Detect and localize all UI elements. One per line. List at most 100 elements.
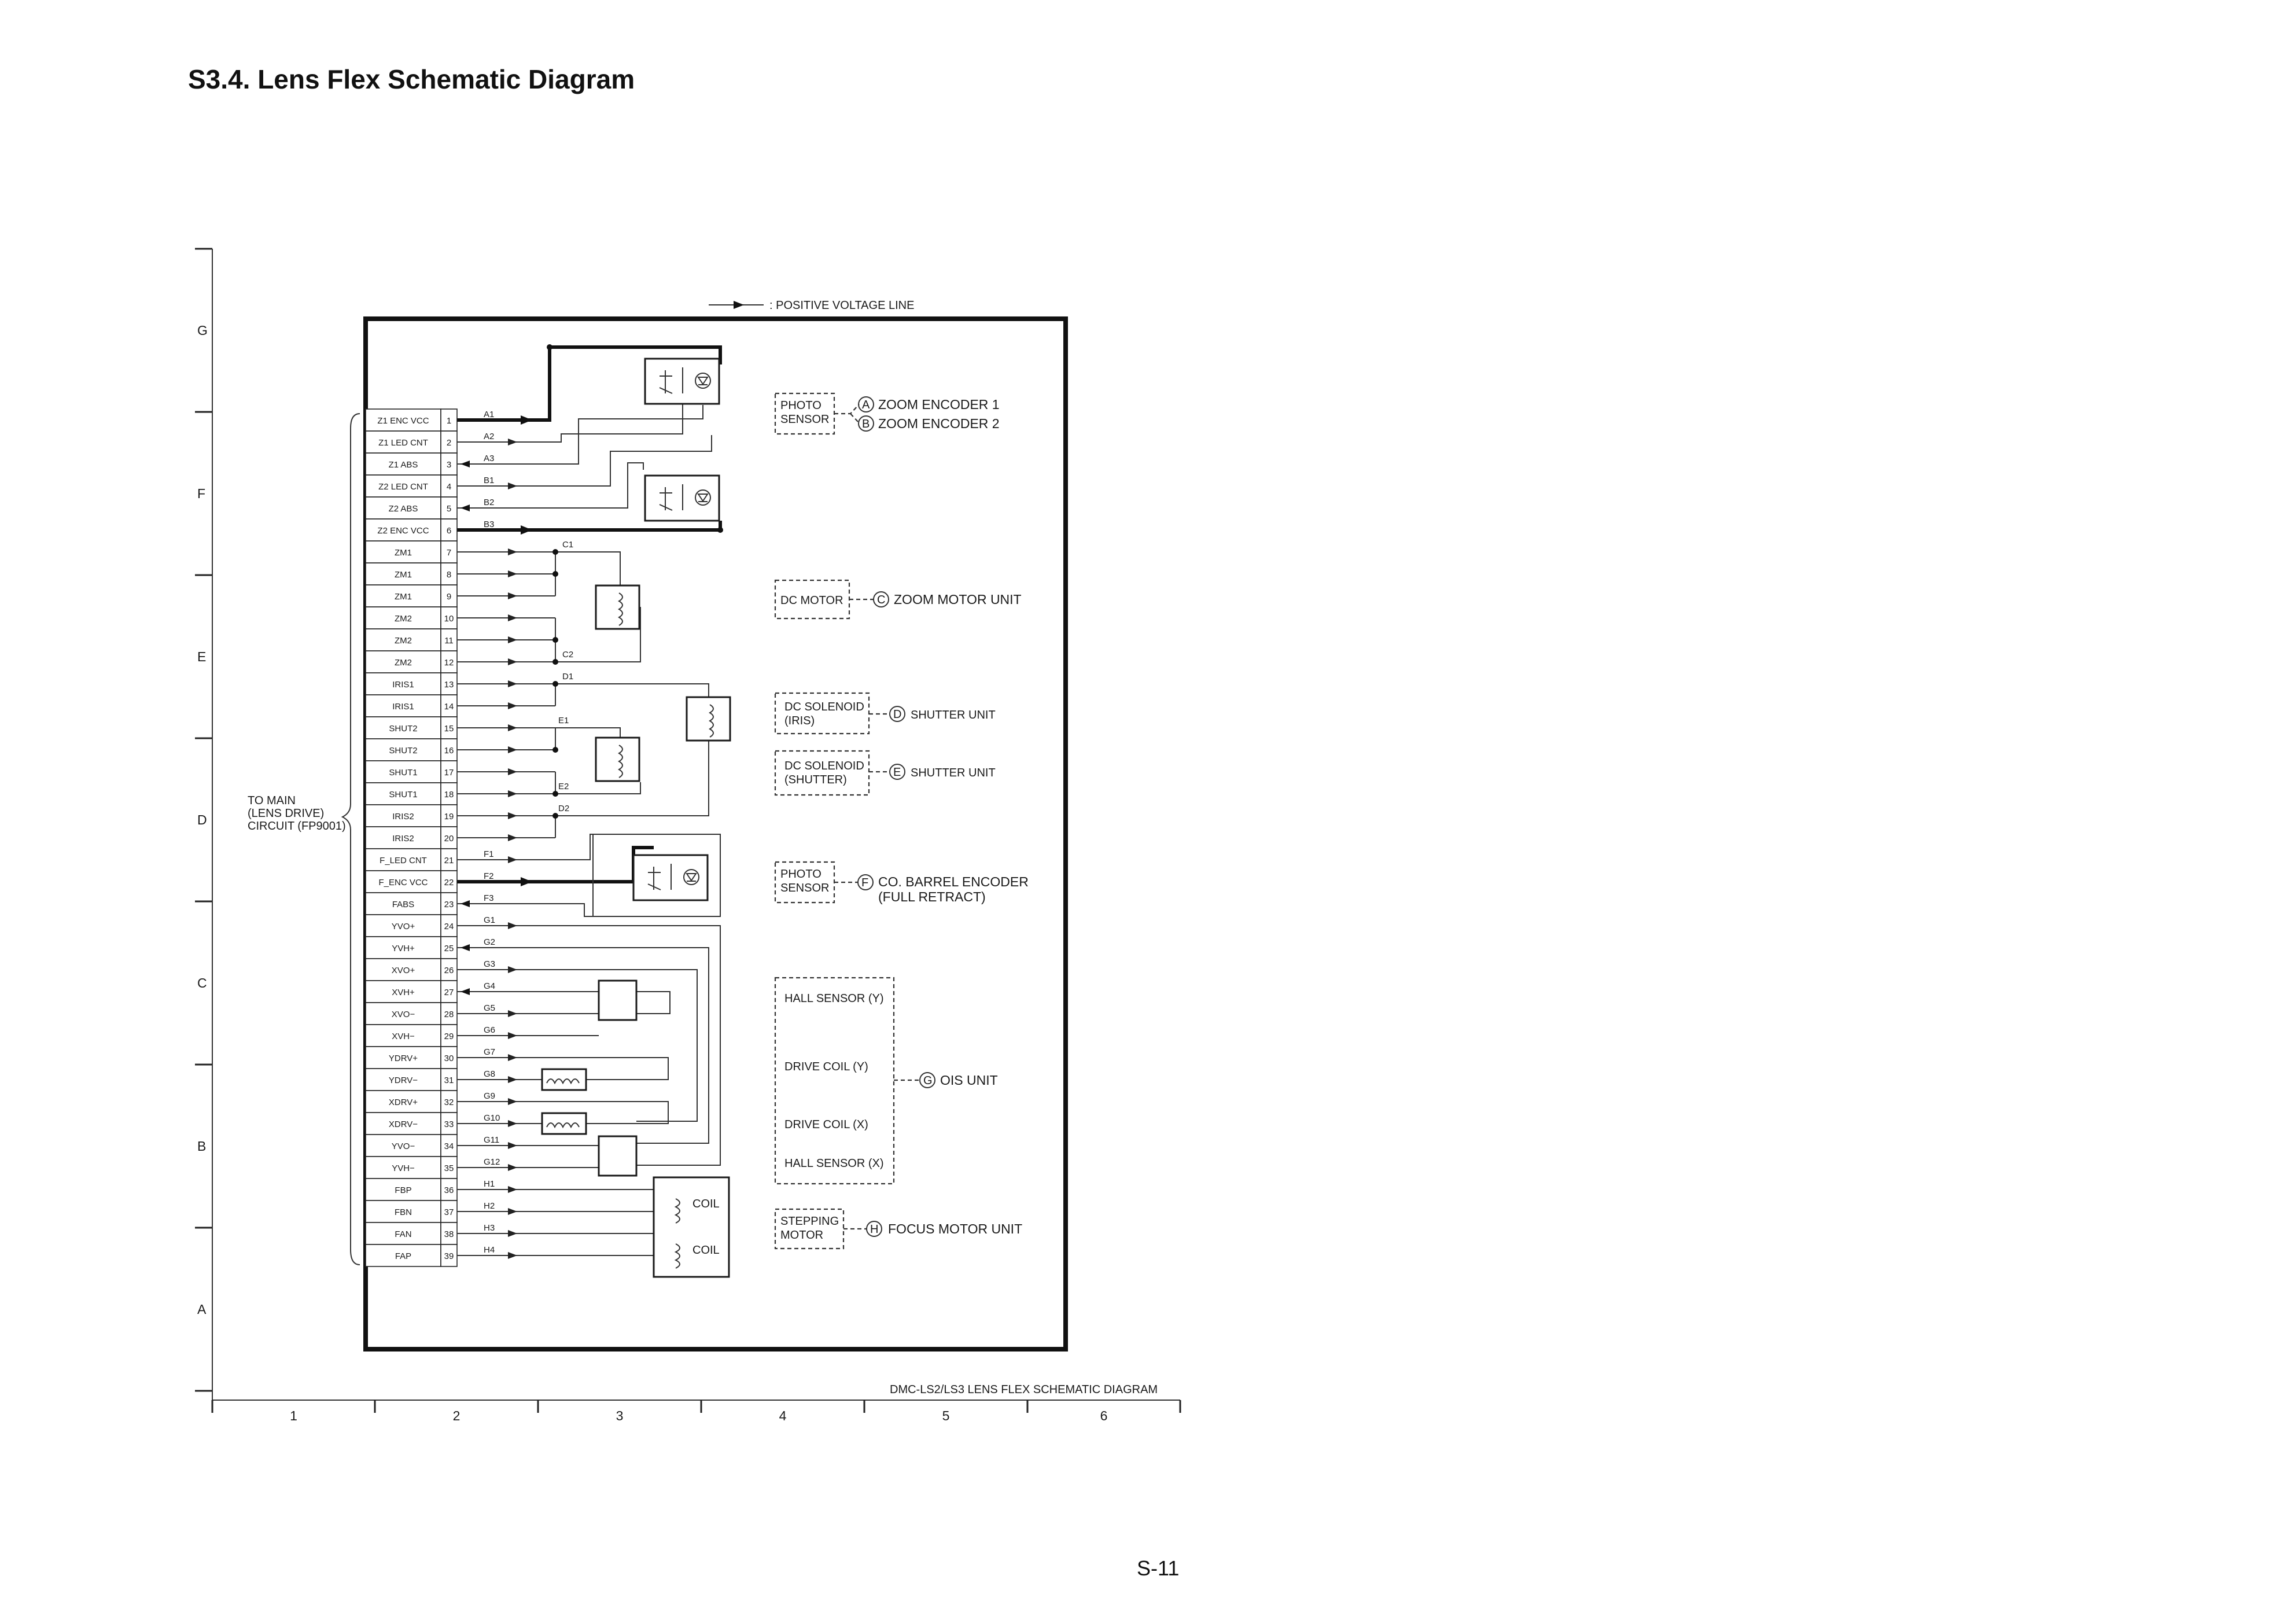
- svg-text:D: D: [893, 708, 901, 721]
- pin-name-cell: [365, 804, 441, 827]
- pin-name-cell: [365, 474, 441, 498]
- unit-f-barrel-encoder: F CO. BARREL ENCODER (FULL RETRACT): [857, 874, 1029, 904]
- pin-number: 8: [447, 570, 451, 580]
- to-main-label: TO MAIN (LENS DRIVE) CIRCUIT (FP9001): [248, 794, 346, 833]
- pin-number: 1: [447, 416, 451, 426]
- pin-name: YDRV+: [389, 1054, 418, 1063]
- pin-name-cell: [365, 1178, 441, 1201]
- signal-arrow: [508, 922, 517, 929]
- grid-row-label: D: [197, 812, 207, 827]
- pin-name-cell: [365, 628, 441, 651]
- pin-number-cell: [440, 1134, 458, 1157]
- pin-number: 10: [444, 614, 454, 624]
- pin-number-cell: [440, 936, 458, 959]
- signal-arrow: [508, 1164, 517, 1171]
- signal-label: H4: [484, 1245, 495, 1255]
- pin-name: IRIS2: [392, 812, 414, 822]
- svg-text:OIS UNIT: OIS UNIT: [940, 1073, 998, 1088]
- svg-text:CIRCUIT (FP9001): CIRCUIT (FP9001): [248, 820, 346, 833]
- signal-label: F1: [484, 849, 494, 859]
- pin-name: ZM2: [395, 614, 412, 624]
- pin-name-cell: [365, 958, 441, 981]
- block-dc-solenoid-shutter: DC SOLENOID (SHUTTER): [774, 750, 890, 796]
- pin-name-cell: [365, 452, 441, 476]
- pin-name: Z1 LED CNT: [378, 438, 428, 448]
- signal-arrow: [508, 746, 517, 753]
- signal-arrow: [508, 614, 517, 621]
- pin-name: FBP: [395, 1185, 411, 1195]
- signal-label: G1: [484, 915, 495, 925]
- pin-name: FABS: [392, 900, 414, 909]
- pin-name: Z2 ENC VCC: [377, 526, 429, 536]
- signal-label: G11: [484, 1135, 499, 1145]
- pin-number: 11: [444, 636, 454, 646]
- pin-number: 31: [444, 1076, 454, 1085]
- signal-label: F2: [484, 871, 494, 881]
- focus-motor-coils: COIL COIL: [653, 1176, 730, 1278]
- pin-number: 29: [444, 1032, 454, 1041]
- pin-name: XVO−: [392, 1010, 415, 1019]
- pin-name-cell: [365, 870, 441, 893]
- signal-arrow: [508, 812, 517, 819]
- signal-arrow: [508, 1230, 517, 1237]
- pin-name-cell: [365, 606, 441, 629]
- grid-row-label: E: [197, 649, 206, 664]
- svg-text:TO MAIN: TO MAIN: [248, 794, 296, 807]
- coil-2-label: COIL: [692, 1244, 720, 1257]
- pin-number-cell: [440, 672, 458, 695]
- ois-hall-sensor-y: [598, 979, 638, 1021]
- pin-name: SHUT2: [389, 724, 417, 734]
- svg-text:PHOTO: PHOTO: [780, 868, 822, 881]
- svg-text:(FULL RETRACT): (FULL RETRACT): [878, 889, 986, 904]
- pin-name-cell: [365, 540, 441, 564]
- photo-interrupter-3: [592, 834, 721, 917]
- pin-name-cell: [365, 694, 441, 717]
- pin-number: 23: [444, 900, 454, 909]
- pin-name-cell: [365, 782, 441, 805]
- signal-arrow: [508, 966, 517, 973]
- coil-1-label: COIL: [692, 1198, 720, 1210]
- signal-label: G4: [484, 981, 495, 991]
- grid-col-label: 1: [290, 1408, 297, 1423]
- pin-name: IRIS1: [392, 702, 414, 712]
- signal-label: G3: [484, 959, 495, 969]
- pin-number: 20: [444, 834, 454, 844]
- ois-drive-coil-x: [541, 1112, 587, 1135]
- pin-number: 13: [444, 680, 454, 690]
- ois-drive-coil-y: [541, 1068, 587, 1091]
- block-ois: HALL SENSOR (Y) DRIVE COIL (Y) DRIVE COI…: [774, 977, 920, 1185]
- signal-label: G10: [484, 1113, 500, 1123]
- svg-text:C: C: [877, 594, 885, 606]
- signal-arrow: [508, 1010, 517, 1017]
- svg-text:B: B: [862, 418, 870, 430]
- iris-solenoid-coil: [686, 696, 731, 742]
- svg-text:DC SOLENOID: DC SOLENOID: [784, 701, 864, 713]
- pin-number: 30: [444, 1054, 454, 1063]
- page-title: S3.4. Lens Flex Schematic Diagram: [188, 64, 635, 94]
- pin-number: 9: [447, 592, 451, 602]
- pin-number-cell: [440, 1002, 458, 1025]
- pin-name-cell: [365, 496, 441, 520]
- grid-col-label: 3: [616, 1408, 624, 1423]
- pin-name: Z2 ABS: [389, 504, 418, 514]
- signal-arrow: [508, 1098, 517, 1105]
- svg-text:DC SOLENOID: DC SOLENOID: [784, 760, 864, 772]
- signal-arrow: [508, 1186, 517, 1193]
- svg-text:SENSOR: SENSOR: [780, 413, 829, 426]
- pin-number: 18: [444, 790, 454, 800]
- pin-number-cell: [440, 826, 458, 849]
- unit-d-shutter-unit: D SHUTTER UNIT: [889, 706, 996, 722]
- positive-voltage-legend: : POSITIVE VOLTAGE LINE: [709, 299, 914, 312]
- connector-brace: [341, 413, 360, 1265]
- pin-number: 22: [444, 878, 454, 888]
- pin-name: XVH−: [392, 1032, 415, 1041]
- ois-hall-sensor-x: [598, 1135, 638, 1177]
- svg-text:E1: E1: [558, 716, 569, 726]
- pin-number-cell: [440, 628, 458, 651]
- pin-number: 39: [444, 1251, 454, 1261]
- pin-number-cell: [440, 1244, 458, 1267]
- pin-name: F_ENC VCC: [378, 878, 428, 888]
- grid-row-label: C: [197, 975, 207, 990]
- pin-name: FAN: [395, 1229, 411, 1239]
